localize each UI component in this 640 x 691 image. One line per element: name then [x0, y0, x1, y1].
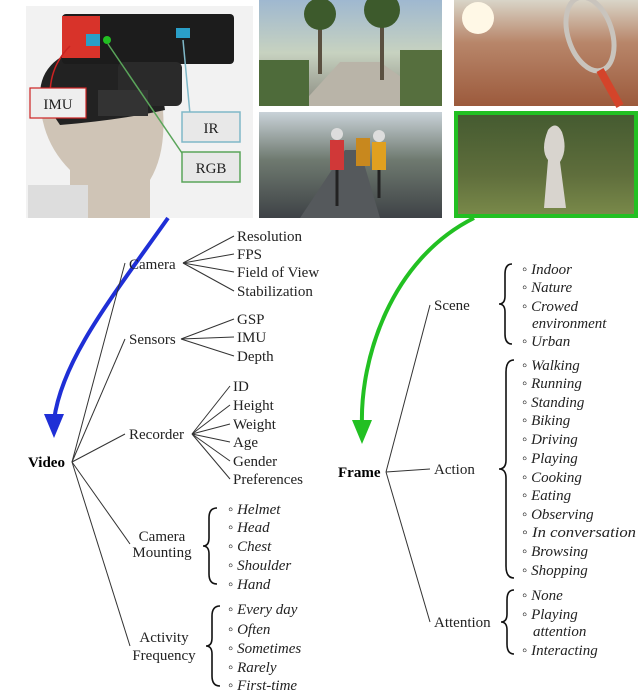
attention-item: ◦ None — [522, 588, 563, 604]
action-item: ◦ Shopping — [522, 563, 588, 579]
ir-callout: IR — [181, 39, 241, 143]
frequency-item: ◦ Sometimes — [228, 641, 301, 657]
action-item: ◦ Observing — [522, 507, 594, 523]
mounting-item: ◦ Hand — [228, 577, 271, 593]
action-item: ◦ Browsing — [522, 544, 589, 560]
video-tree: Video Camera Resolution FPS Field of Vie… — [28, 229, 319, 691]
action-item: ◦ In conversation — [522, 525, 636, 541]
frequency-item: ◦ Often — [228, 622, 270, 638]
scene-item: ◦ Nature — [522, 280, 573, 296]
rgb-callout: RGB — [107, 43, 241, 183]
frequency-item: ◦ Every day — [228, 602, 298, 618]
attention-item: ◦ Interacting — [522, 643, 598, 659]
camera-label: Camera — [129, 257, 176, 273]
action-item: ◦ Biking — [522, 413, 571, 429]
ir-label: IR — [204, 121, 219, 137]
statue-photo — [454, 111, 638, 218]
video-root-label: Video — [28, 455, 65, 471]
attention-brace — [500, 589, 515, 655]
attention-item: ◦ Playing — [522, 607, 578, 623]
action-brace — [498, 359, 515, 579]
scene-item: ◦ Urban — [522, 334, 570, 350]
palm-avenue-photo — [259, 0, 442, 106]
sensors-item: Depth — [237, 349, 274, 365]
mounting-label-line2: Mounting — [132, 545, 192, 561]
frequency-label-line2: Frequency — [132, 648, 196, 664]
mounting-brace — [202, 507, 218, 585]
mounting-item: ◦ Head — [228, 520, 270, 536]
action-item: ◦ Standing — [522, 395, 585, 411]
sensors-item: IMU — [237, 330, 266, 346]
mounting-item: ◦ Chest — [228, 539, 272, 555]
attention-label: Attention — [434, 615, 491, 631]
frame-arrow — [352, 216, 475, 444]
recorder-item: Age — [233, 435, 258, 451]
recorder-item: ID — [233, 379, 249, 395]
action-item: ◦ Walking — [522, 358, 580, 374]
frame-root-label: Frame — [338, 465, 381, 481]
sensors-item: GSP — [237, 312, 265, 328]
camera-item: Field of View — [237, 265, 319, 281]
video-arrow — [44, 216, 170, 438]
cyclists-photo — [259, 112, 442, 218]
action-item: ◦ Eating — [522, 488, 572, 504]
recorder-item: Height — [233, 398, 275, 414]
camera-item: FPS — [237, 247, 262, 263]
scene-item-continued: environment — [532, 316, 607, 332]
headset-photo — [26, 6, 253, 218]
recorder-label: Recorder — [129, 427, 184, 443]
tennis-photo — [454, 0, 638, 108]
frame-tree: Frame Scene ◦ Indoor ◦ Nature ◦ Crowed e… — [338, 262, 636, 659]
imu-label: IMU — [43, 97, 72, 113]
frequency-label-line1: Activity — [139, 630, 189, 646]
action-item: ◦ Running — [522, 376, 582, 392]
scene-item: ◦ Indoor — [522, 262, 572, 278]
camera-item: Resolution — [237, 229, 303, 245]
scene-brace — [498, 263, 513, 345]
action-item: ◦ Driving — [522, 432, 578, 448]
action-label: Action — [434, 462, 475, 478]
attention-item-continued: attention — [533, 624, 586, 640]
rgb-label: RGB — [196, 161, 227, 177]
action-item: ◦ Cooking — [522, 470, 582, 486]
scene-item: ◦ Crowed — [522, 299, 579, 315]
mounting-item: ◦ Helmet — [228, 502, 281, 518]
mounting-item: ◦ Shoulder — [228, 558, 291, 574]
recorder-item: Gender — [233, 454, 277, 470]
recorder-item: Weight — [233, 417, 277, 433]
sensors-label: Sensors — [129, 332, 176, 348]
frequency-item: ◦ Rarely — [228, 660, 277, 676]
frequency-brace — [205, 605, 221, 687]
frequency-item: ◦ First-time — [228, 678, 297, 691]
scene-label: Scene — [434, 298, 470, 314]
mounting-label-line1: Camera — [139, 529, 186, 545]
action-item: ◦ Playing — [522, 451, 578, 467]
recorder-item: Preferences — [233, 472, 303, 488]
imu-callout: IMU — [29, 45, 87, 119]
camera-item: Stabilization — [237, 284, 313, 300]
